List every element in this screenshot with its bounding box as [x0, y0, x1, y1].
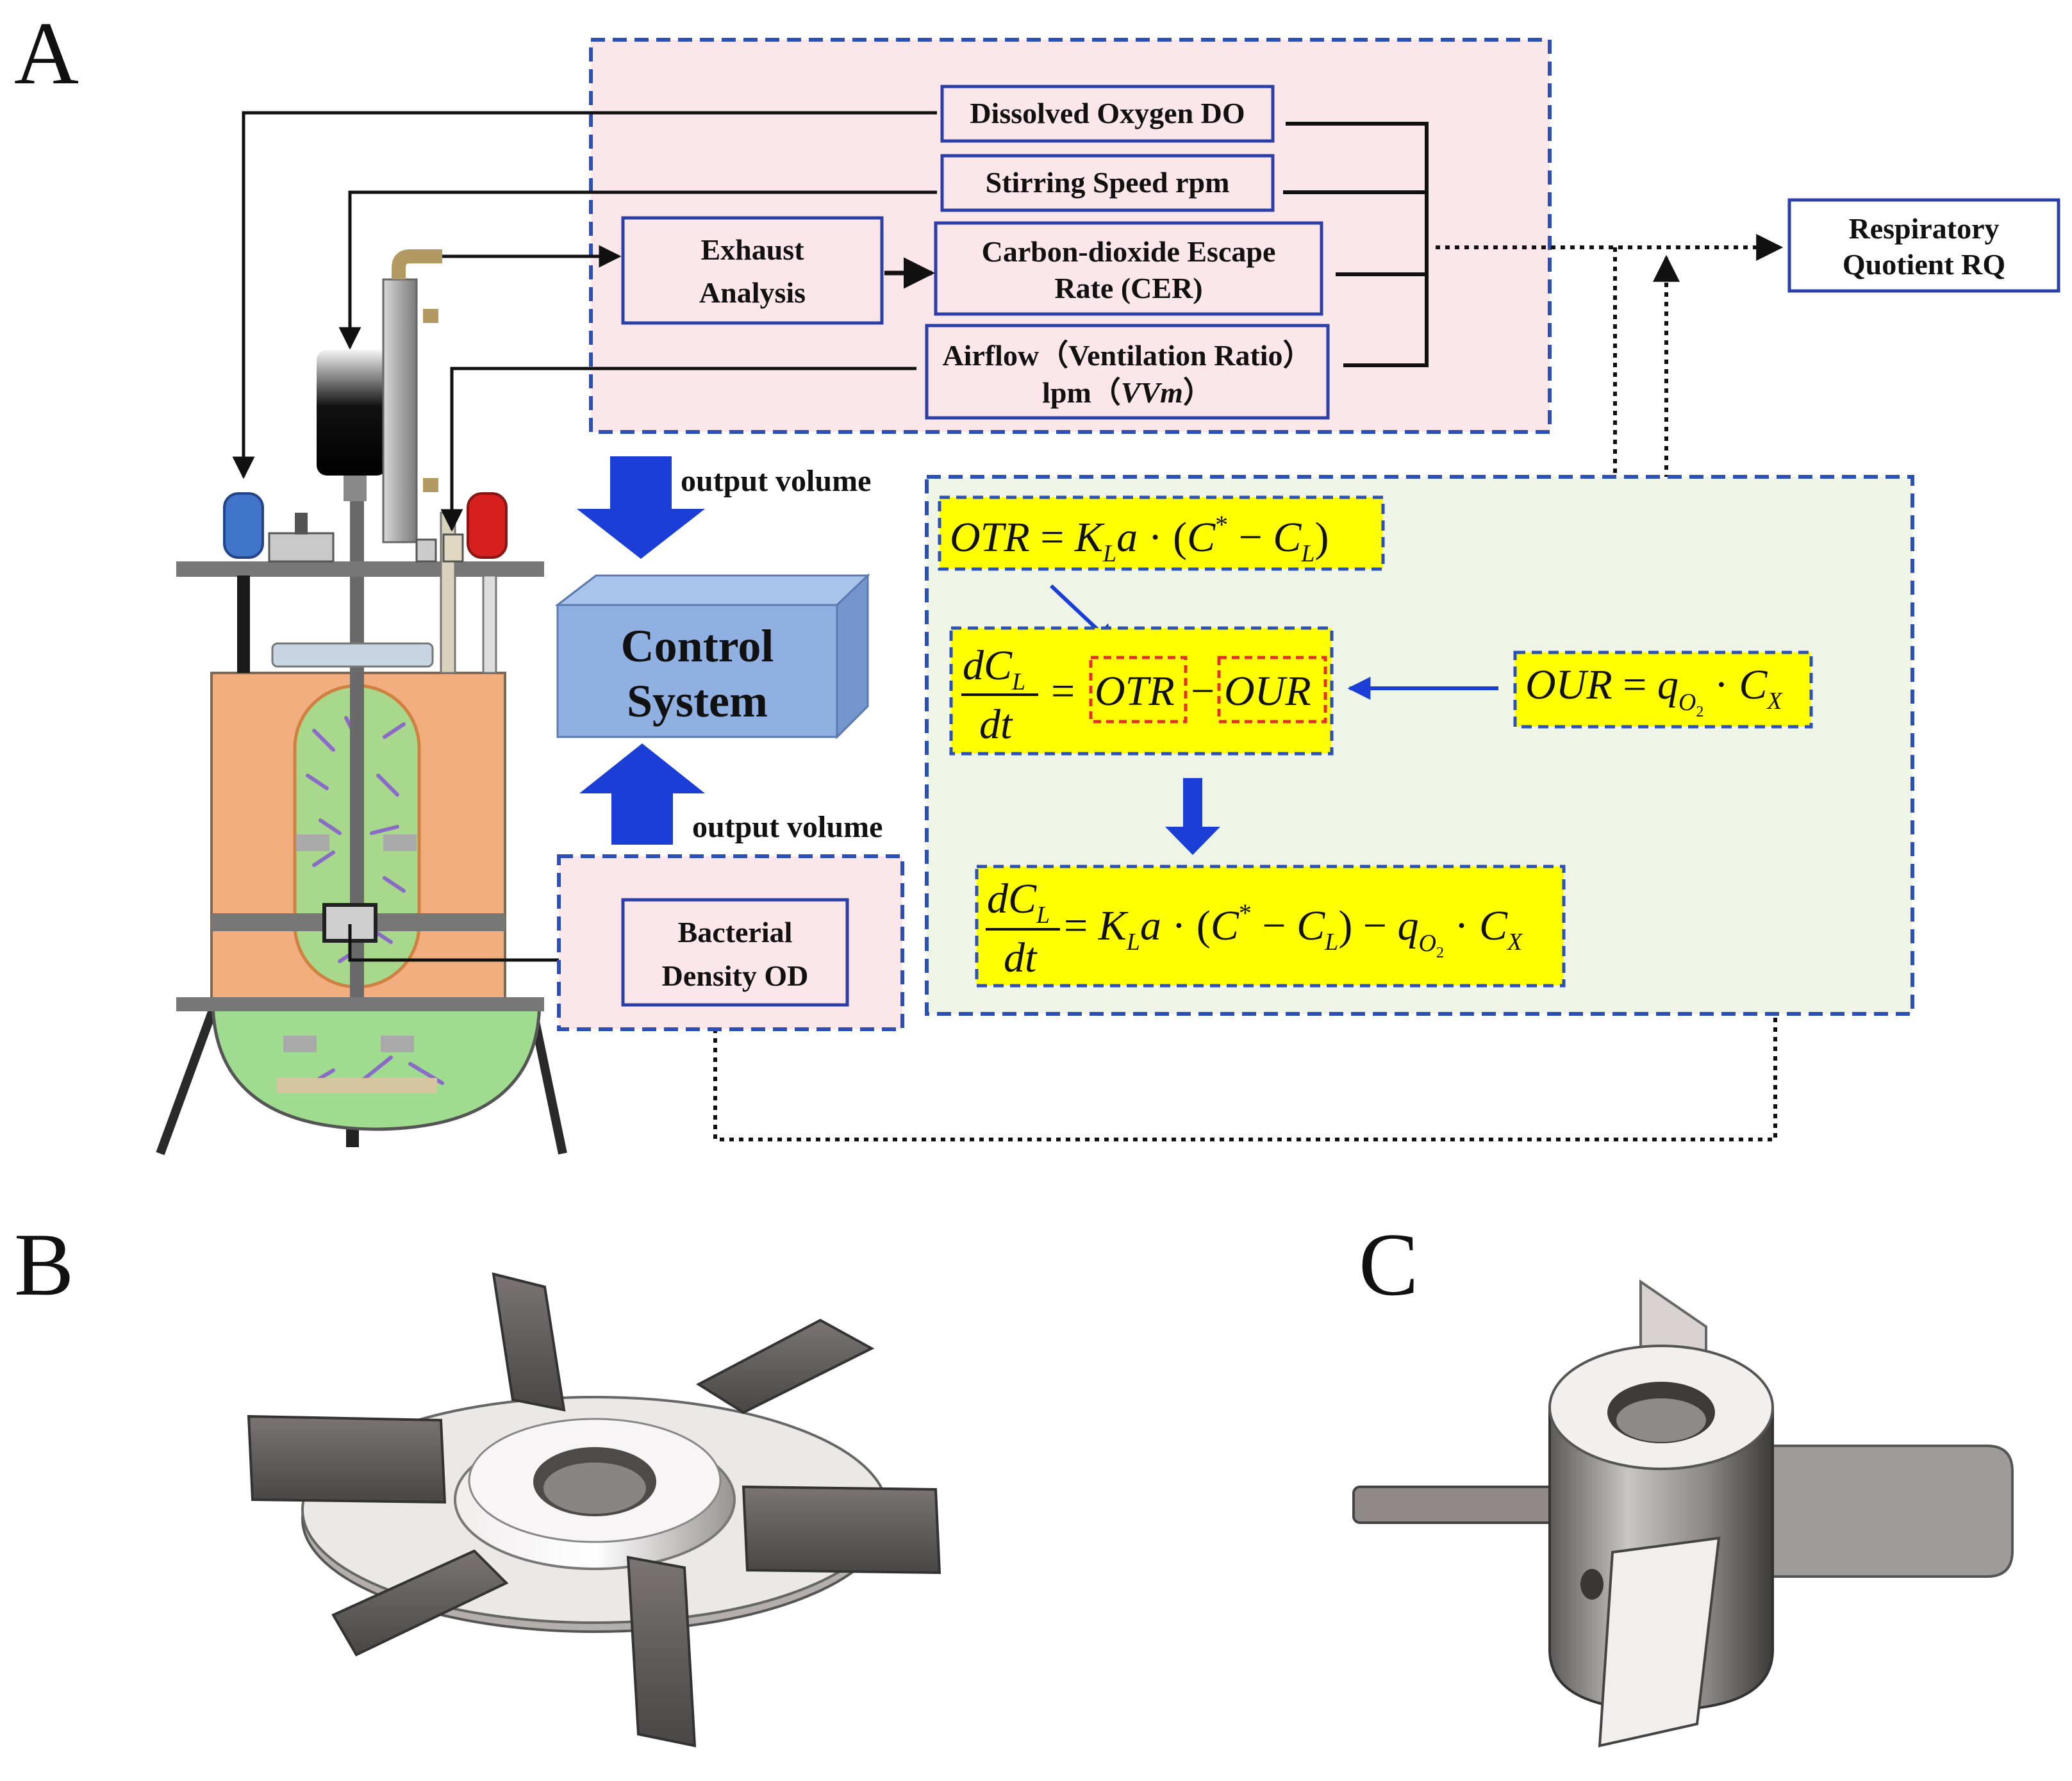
svg-text:dCL: dCL — [963, 642, 1025, 695]
cer-label-line1: Carbon-dioxide Escape — [982, 235, 1276, 268]
rq-label-line2: Quotient RQ — [1843, 248, 2005, 281]
airflow-box: Airflow（Ventilation Ratio） lpm（VVm） — [925, 324, 1330, 420]
sensor-signal-lines — [232, 111, 937, 972]
od-label-line2: Density OD — [662, 959, 809, 992]
svg-text:OUR = qO2 · CX: OUR = qO2 · CX — [1525, 661, 1783, 720]
dissolved-oxygen-label: Dissolved Oxygen DO — [970, 97, 1245, 129]
exhaust-label-line2: Analysis — [699, 276, 806, 309]
exhaust-analysis-box: Exhaust Analysis — [621, 216, 884, 325]
our-equation: OUR = qO2 · CX — [1513, 650, 1813, 729]
svg-text:dt: dt — [979, 701, 1013, 748]
exhaust-label-line1: Exhaust — [700, 233, 804, 266]
dissolved-oxygen-box: Dissolved Oxygen DO — [940, 85, 1275, 143]
svg-text:OUR: OUR — [1224, 668, 1311, 715]
airflow-label-line2: lpm（VVm） — [1042, 376, 1213, 409]
output-volume-label-top: output volume — [681, 464, 871, 498]
airflow-label-line1: Airflow（Ventilation Ratio） — [942, 339, 1312, 372]
svg-text:−: − — [1191, 668, 1214, 715]
svg-text:OTR: OTR — [1095, 668, 1175, 715]
control-label-line2: System — [627, 675, 768, 727]
balance-equation: dCL dt = OTR − OUR — [949, 626, 1334, 756]
respiratory-quotient-box: Respiratory Quotient RQ — [1787, 198, 2060, 293]
control-system-block: Control System — [554, 573, 870, 740]
control-label-line1: Control — [621, 620, 774, 672]
cer-label-line2: Rate (CER) — [1054, 272, 1202, 304]
svg-text:dt: dt — [1004, 934, 1038, 981]
output-arrow-up — [579, 743, 705, 845]
otr-equation: OTR = KLa · (C* − CL) — [938, 495, 1385, 571]
paddle-impeller-icon — [1352, 1279, 2014, 1748]
panel-label-a: A — [14, 4, 79, 103]
stirring-speed-label: Stirring Speed rpm — [986, 166, 1230, 199]
panel-label-b: B — [14, 1215, 74, 1314]
final-equation: dCL dt = KLa · (C* − CL) − qO2 · CX — [975, 865, 1566, 988]
svg-text:= KLa · (C* − CL) − qO2 · CX: = KLa · (C* − CL) − qO2 · CX — [1064, 899, 1523, 961]
svg-text:dCL: dCL — [987, 875, 1050, 929]
measurement-bracket — [1283, 122, 1429, 367]
od-label-line1: Bacterial — [678, 916, 793, 948]
bioreactor-icon — [156, 249, 567, 1156]
stirring-speed-box: Stirring Speed rpm — [940, 154, 1275, 212]
rq-label-line1: Respiratory — [1848, 212, 1999, 245]
balance-to-final-arrow — [1165, 778, 1220, 855]
bacterial-density-box: Bacterial Density OD — [621, 898, 849, 1007]
panel-label-c: C — [1359, 1215, 1418, 1314]
rushton-impeller-icon — [247, 1272, 941, 1748]
svg-text:OTR = KLa · (C* − CL): OTR = KLa · (C* − CL) — [950, 510, 1329, 567]
cer-box: Carbon-dioxide Escape Rate (CER) — [934, 221, 1323, 316]
svg-text:=: = — [1051, 668, 1075, 715]
output-volume-label-bottom: output volume — [692, 810, 883, 844]
output-arrow-down — [577, 456, 705, 559]
